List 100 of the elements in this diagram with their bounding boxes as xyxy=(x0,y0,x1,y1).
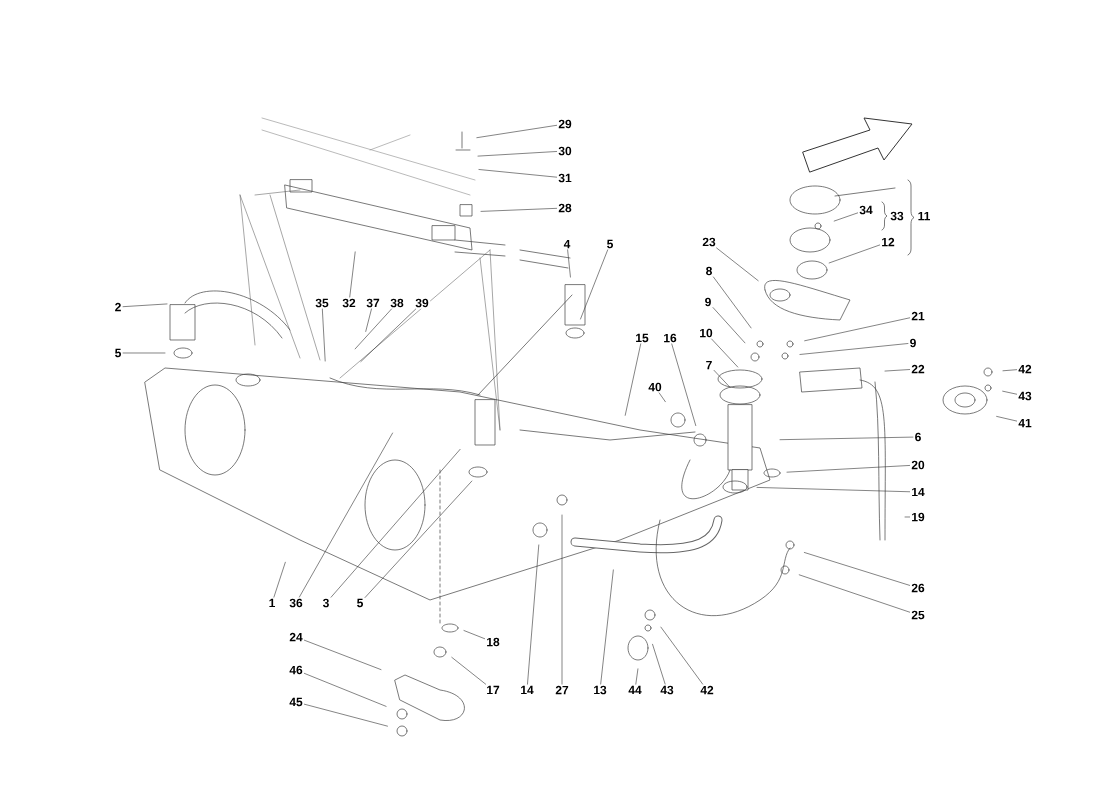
callout-number: 46 xyxy=(287,664,305,676)
callout-number: 18 xyxy=(484,636,502,648)
leader-line xyxy=(779,436,914,440)
callout-number: 40 xyxy=(646,381,664,393)
callout-number: 41 xyxy=(1016,417,1034,429)
callout-number: 5 xyxy=(113,347,123,359)
callout-number: 29 xyxy=(556,118,574,130)
leader-line xyxy=(527,544,540,685)
callout-number: 3 xyxy=(321,597,331,609)
callout-number: 2 xyxy=(113,301,123,313)
leader-line xyxy=(304,673,387,707)
leader-line xyxy=(477,151,557,157)
leader-line xyxy=(904,516,910,518)
leader-line xyxy=(671,343,697,426)
leader-line xyxy=(580,249,608,320)
callout-number: 17 xyxy=(484,684,502,696)
leader-line xyxy=(354,308,392,350)
callout-number: 20 xyxy=(909,459,927,471)
callout-number: 42 xyxy=(1016,363,1034,375)
leader-line xyxy=(996,416,1017,422)
leader-line xyxy=(660,626,703,685)
callout-number: 42 xyxy=(698,684,716,696)
leader-line xyxy=(365,308,372,332)
leader-line xyxy=(322,308,326,362)
callout-number: 11 xyxy=(916,210,932,222)
callout-number: 16 xyxy=(661,332,679,344)
leader-line xyxy=(1002,390,1017,395)
leader-line xyxy=(713,276,752,329)
callout-number: 24 xyxy=(287,631,305,643)
leader-line xyxy=(799,343,909,355)
leader-line xyxy=(360,308,417,362)
leader-line xyxy=(804,317,910,342)
leader-line xyxy=(624,343,642,416)
callout-number: 13 xyxy=(591,684,609,696)
leader-line xyxy=(299,432,393,598)
leader-line xyxy=(476,125,557,138)
callout-number: 21 xyxy=(909,310,927,322)
callout-number: 6 xyxy=(913,431,923,443)
leader-line xyxy=(713,370,731,388)
leader-line xyxy=(478,169,557,178)
callout-number: 15 xyxy=(633,332,651,344)
callout-number: 33 xyxy=(888,210,906,222)
leader-line xyxy=(658,392,666,403)
callout-number: 19 xyxy=(909,511,927,523)
leader-line xyxy=(463,630,485,639)
leader-line xyxy=(711,338,739,368)
leader-line xyxy=(786,465,910,473)
callout-number: 44 xyxy=(626,684,644,696)
callout-number: 12 xyxy=(879,236,897,248)
callout-number: 35 xyxy=(313,297,331,309)
callout-number: 43 xyxy=(658,684,676,696)
leader-line xyxy=(304,703,388,727)
leader-line xyxy=(600,569,614,685)
callout-number: 37 xyxy=(364,297,382,309)
callout-number: 28 xyxy=(556,202,574,214)
callout-number: 32 xyxy=(340,297,358,309)
leader-line xyxy=(804,552,910,586)
leader-line xyxy=(480,208,557,212)
callout-number: 9 xyxy=(703,296,713,308)
leader-line xyxy=(884,369,910,372)
leader-line xyxy=(273,561,286,598)
callout-number: 30 xyxy=(556,145,574,157)
leader-line xyxy=(635,668,639,685)
callout-number: 25 xyxy=(909,609,927,621)
leader-line xyxy=(828,244,880,264)
leader-line xyxy=(716,247,759,282)
leader-line xyxy=(561,514,563,685)
leader-line xyxy=(330,449,461,598)
callout-number: 38 xyxy=(388,297,406,309)
callout-number: 34 xyxy=(857,204,875,216)
leader-line xyxy=(364,480,473,598)
callout-number: 4 xyxy=(562,238,572,250)
leader-line xyxy=(712,307,746,344)
callout-number: 22 xyxy=(909,363,927,375)
callout-number: 31 xyxy=(556,172,574,184)
leader-line xyxy=(451,657,486,685)
callout-number: 26 xyxy=(909,582,927,594)
leader-line xyxy=(122,352,166,354)
callout-number: 23 xyxy=(700,236,718,248)
callout-number: 5 xyxy=(605,238,615,250)
callout-number: 39 xyxy=(413,297,431,309)
callout-number: 14 xyxy=(909,486,927,498)
leader-line xyxy=(304,639,382,670)
leader-line xyxy=(1002,369,1017,372)
callout-number: 5 xyxy=(355,597,365,609)
callout-number: 1 xyxy=(267,597,277,609)
callout-number: 14 xyxy=(518,684,536,696)
callout-number: 7 xyxy=(704,359,714,371)
leader-line xyxy=(756,487,910,493)
callout-number: 8 xyxy=(704,265,714,277)
callout-number: 45 xyxy=(287,696,305,708)
leader-line xyxy=(122,303,168,307)
leader-line xyxy=(567,249,571,278)
leader-line xyxy=(798,574,910,613)
callout-number: 10 xyxy=(697,327,715,339)
leader-line xyxy=(349,251,356,298)
callout-number: 36 xyxy=(287,597,305,609)
callout-number: 9 xyxy=(908,337,918,349)
leader-line xyxy=(652,644,666,685)
callout-number: 43 xyxy=(1016,390,1034,402)
